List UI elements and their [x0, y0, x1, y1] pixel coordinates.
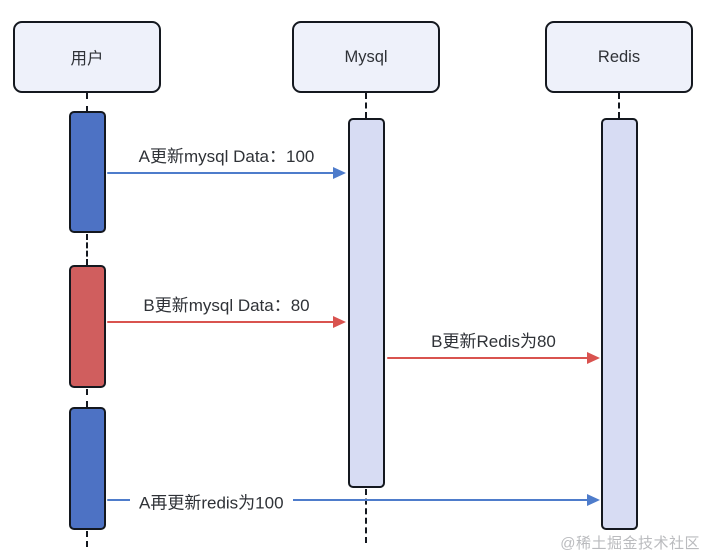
msg-b-update-redis-line	[387, 356, 590, 360]
user-activation-a-first	[69, 111, 106, 233]
actor-box-user: 用户	[13, 21, 161, 93]
user-lifeline-seg-1	[85, 93, 88, 112]
msg-a-update-mysql-arrowhead-icon	[333, 167, 346, 179]
actor-label-redis: Redis	[597, 47, 641, 66]
user-lifeline-seg-3	[85, 389, 88, 407]
msg-a-update-mysql-label: A更新mysql Data：100	[138, 147, 315, 166]
msg-b-update-mysql-line	[107, 320, 336, 324]
msg-b-update-redis-label: B更新Redis为80	[431, 332, 556, 351]
user-activation-a-second	[69, 407, 106, 530]
actor-box-redis: Redis	[545, 21, 693, 93]
user-lifeline-seg-4	[85, 531, 88, 547]
redis-activation	[601, 118, 638, 530]
redis-lifeline-seg-1	[617, 93, 620, 118]
mysql-lifeline-seg-1	[364, 93, 367, 118]
user-lifeline-seg-2	[85, 234, 88, 265]
msg-b-update-mysql-arrowhead-icon	[333, 316, 346, 328]
watermark-text: @稀土掘金技术社区	[560, 535, 700, 552]
mysql-activation	[348, 118, 385, 488]
user-activation-b	[69, 265, 106, 388]
msg-a-update-mysql-line	[107, 171, 336, 175]
msg-b-update-redis-arrowhead-icon	[587, 352, 600, 364]
msg-a-update-redis-line	[107, 498, 590, 502]
actor-label-user: 用户	[70, 50, 104, 68]
actor-label-mysql: Mysql	[344, 47, 388, 66]
msg-a-update-redis-arrowhead-icon	[587, 494, 600, 506]
mysql-lifeline-seg-2	[364, 489, 367, 543]
msg-b-update-mysql-label: B更新mysql Data：80	[143, 296, 310, 315]
actor-box-mysql: Mysql	[292, 21, 440, 93]
msg-a-update-redis-label: A再更新redis为100	[130, 488, 293, 514]
